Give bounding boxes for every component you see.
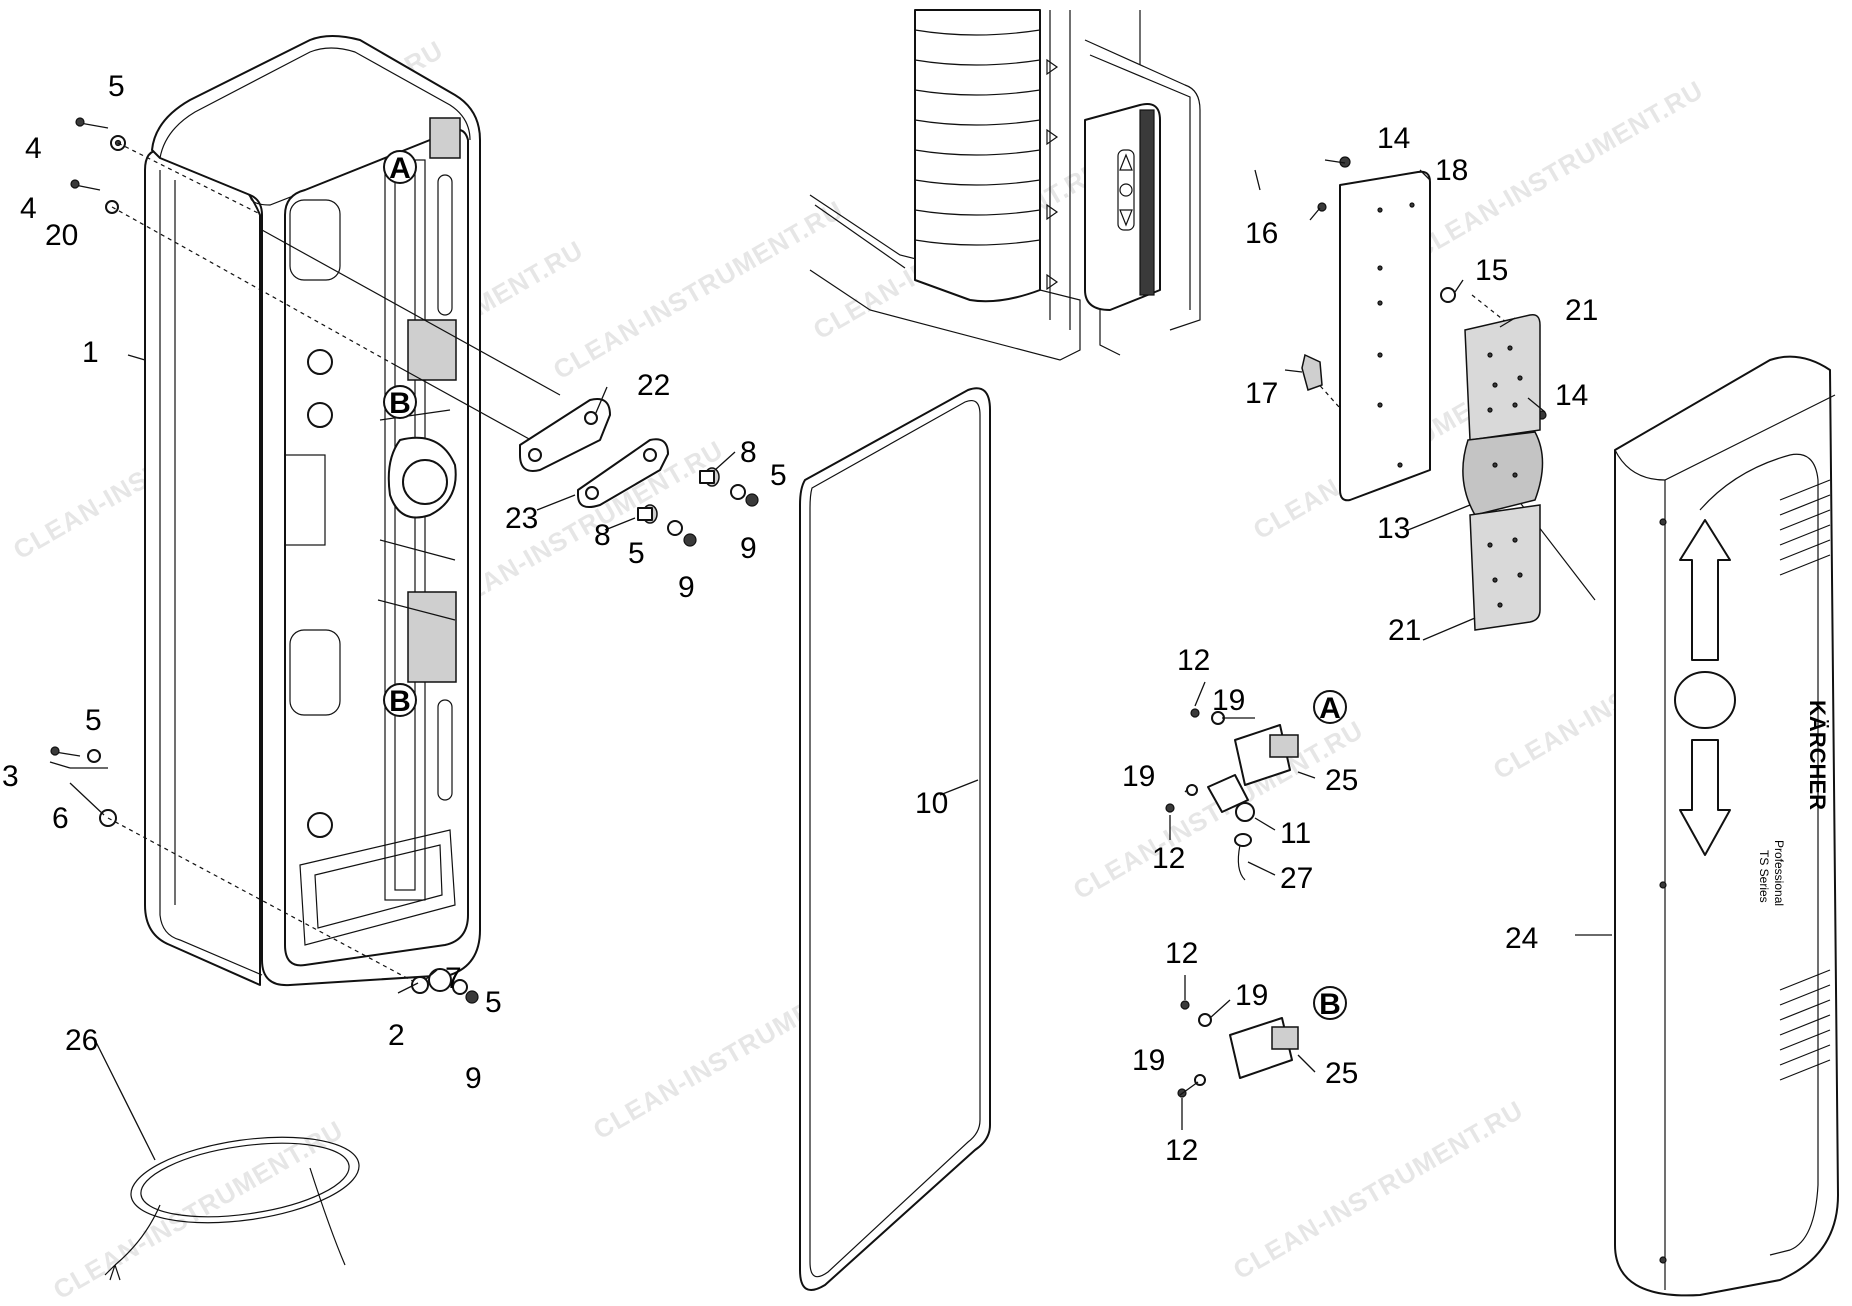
callout-5: 5 (85, 704, 102, 737)
callout-25: 25 (1325, 764, 1358, 797)
bracket-plates (411, 398, 759, 1004)
callout-numbers: 1 2 3 4 4 5 5 5 5 5 6 7 8 8 9 9 9 10 11 … (2, 70, 1598, 1167)
watermark-text: CLEAN-INSTRUMENT.RU (1068, 714, 1368, 905)
reference-letter-b: B (389, 387, 411, 420)
callout-12: 12 (1152, 842, 1185, 875)
housing-part-1: A B B (144, 35, 481, 987)
callout-8: 8 (740, 436, 757, 469)
callout-4: 4 (25, 132, 42, 165)
callout-20: 20 (45, 219, 78, 252)
callout-27: 27 (1280, 862, 1313, 895)
callout-7: 7 (445, 962, 462, 995)
watermark-text: CLEAN-INSTRUMENT.RU (48, 1114, 348, 1305)
callout-19: 19 (1132, 1044, 1165, 1077)
callout-22: 22 (637, 369, 670, 402)
callout-21: 21 (1565, 294, 1598, 327)
callout-17: 17 (1245, 377, 1278, 410)
callout-21: 21 (1388, 614, 1421, 647)
watermark-text: CLEAN-INSTRUMENT.RU (1228, 1094, 1528, 1285)
callout-19: 19 (1235, 979, 1268, 1012)
callout-25: 25 (1325, 1057, 1358, 1090)
callout-16: 16 (1245, 217, 1278, 250)
cable-part-26 (104, 1136, 360, 1281)
callout-11: 11 (1280, 817, 1311, 850)
filter-pads-part-21-13 (1462, 313, 1544, 631)
hinge-assembly-b: B (1177, 986, 1347, 1098)
brand-logo-text: KÄRCHER (1805, 700, 1830, 810)
callout-12: 12 (1177, 644, 1210, 677)
brand-line-2: TS Series (1757, 850, 1771, 903)
callout-9: 9 (678, 571, 695, 604)
callout-24: 24 (1505, 922, 1538, 955)
reference-letter-b: B (389, 685, 411, 718)
callout-1: 1 (82, 336, 99, 369)
leader-lines (69, 159, 1612, 1161)
brand-line-1: Professional (1772, 840, 1786, 906)
callout-14: 14 (1377, 122, 1410, 155)
hinge-assembly-a: A (1165, 690, 1347, 881)
callout-12: 12 (1165, 1134, 1198, 1167)
callout-10: 10 (915, 787, 948, 820)
callout-9: 9 (465, 1062, 482, 1095)
callout-12: 12 (1165, 937, 1198, 970)
callout-5: 5 (485, 986, 502, 1019)
callout-19: 19 (1122, 760, 1155, 793)
callout-2: 2 (388, 1019, 405, 1052)
callout-5: 5 (770, 459, 787, 492)
callout-5: 5 (108, 70, 125, 103)
callout-19: 19 (1212, 684, 1245, 717)
callout-6: 6 (52, 802, 69, 835)
reference-letter-a: A (389, 152, 411, 185)
callout-9: 9 (740, 532, 757, 565)
callout-14: 14 (1555, 379, 1588, 412)
callout-26: 26 (65, 1024, 98, 1057)
callout-15: 15 (1475, 254, 1508, 287)
callout-3: 3 (2, 760, 19, 793)
callout-8: 8 (594, 519, 611, 552)
internal-unit (809, 9, 1201, 361)
callout-13: 13 (1377, 512, 1410, 545)
callout-4: 4 (20, 192, 37, 225)
reference-letter-b: B (1319, 988, 1341, 1021)
callout-5: 5 (628, 537, 645, 570)
watermark-text: CLEAN-INSTRUMENT.RU (548, 194, 848, 385)
callout-23: 23 (505, 502, 538, 535)
front-door-part-24: KÄRCHER Professional TS Series (1614, 355, 1839, 1297)
housing-fasteners (49, 117, 126, 827)
door-gasket-part-10 (799, 387, 991, 1291)
reference-letter-a: A (1319, 692, 1341, 725)
callout-18: 18 (1435, 154, 1468, 187)
